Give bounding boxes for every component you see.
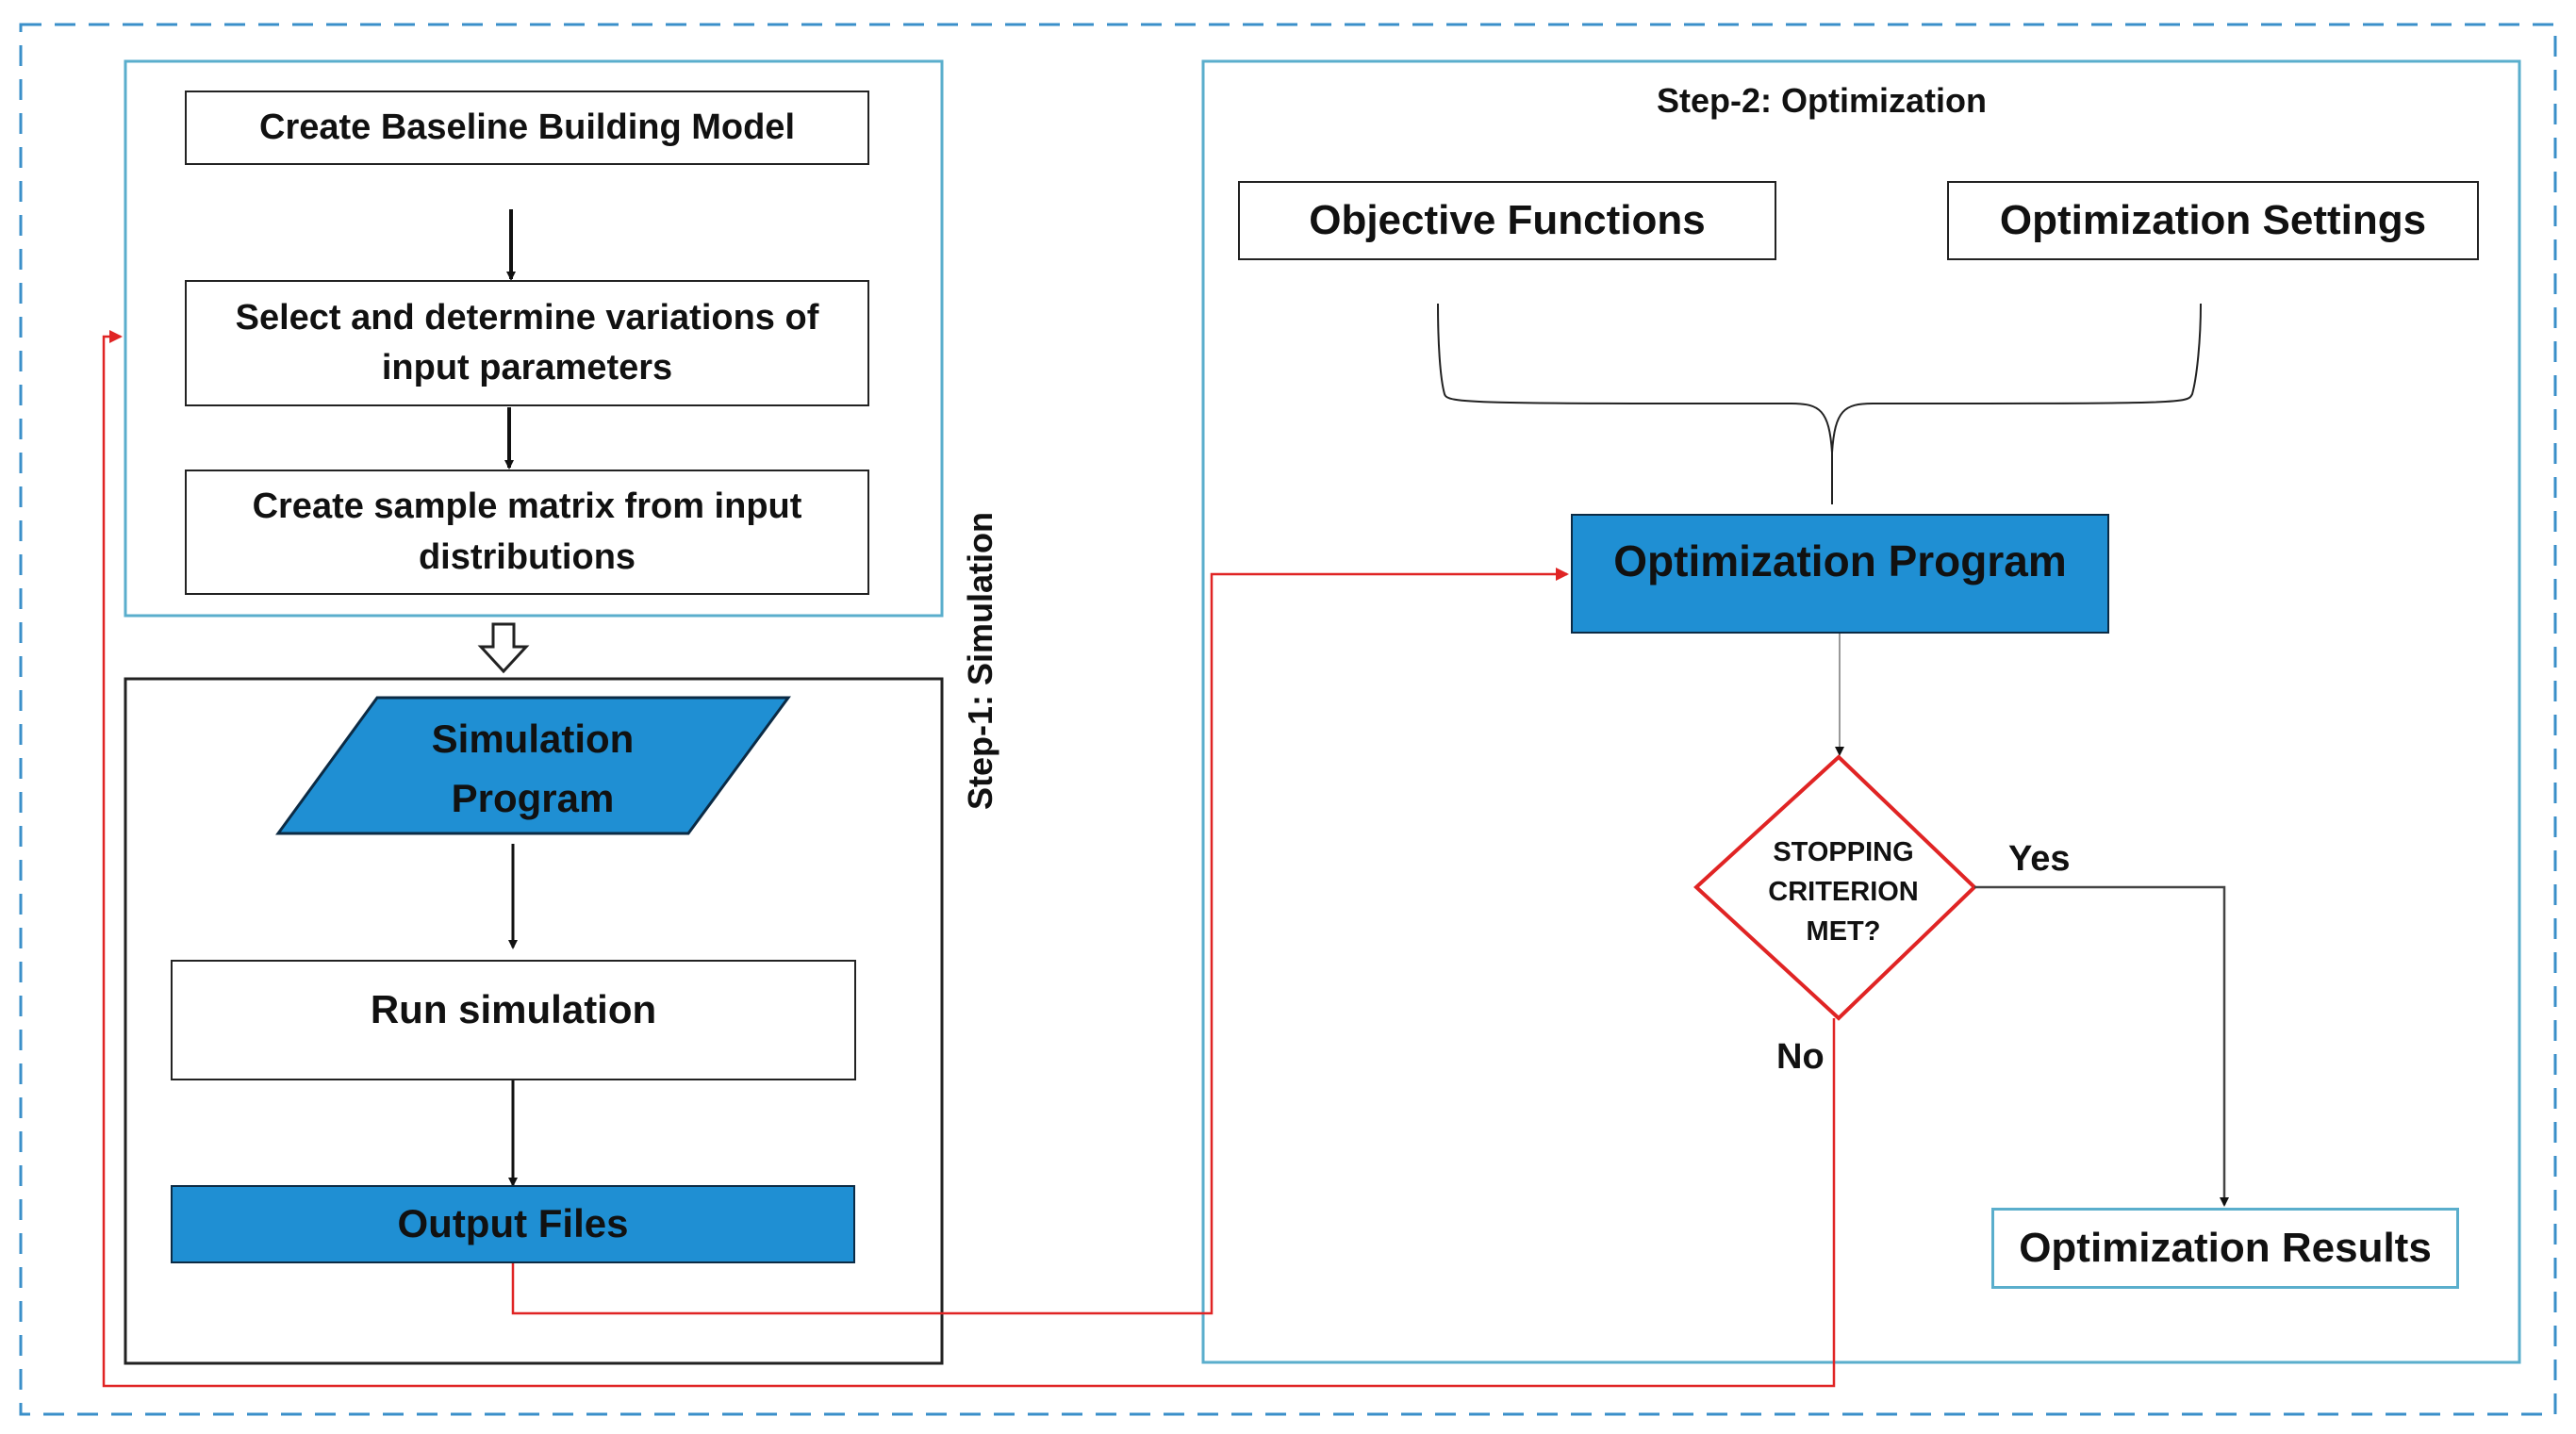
create-baseline-label: Create Baseline Building Model (259, 107, 795, 147)
red-arrow-no-loop-back (102, 330, 1836, 1388)
stopping-criterion-label: STOPPING CRITERION MET? (1768, 837, 1919, 948)
red-arrow-output-to-optimization (511, 568, 1569, 1315)
no-label: No (1776, 1037, 1825, 1077)
step2-title: Step-2: Optimization (1657, 81, 1987, 120)
create-baseline-box: Create Baseline Building Model (185, 91, 869, 165)
objective-functions-label: Objective Functions (1309, 197, 1706, 244)
step2-optimization-panel (1201, 59, 2521, 1364)
output-files-box: Output Files (171, 1185, 855, 1263)
output-files-label: Output Files (397, 1201, 629, 1246)
arrow-yes-to-results (1974, 885, 2229, 1207)
brace-connector (1437, 303, 2202, 504)
step1-input-panel (124, 59, 944, 618)
select-variations-label: Select and determine variations of input… (235, 297, 819, 387)
simulation-program-label: Simulation Program (431, 717, 635, 820)
step1-simulation-panel (124, 677, 944, 1365)
optimization-results-label: Optimization Results (2019, 1225, 2432, 1272)
optimization-program-label: Optimization Program (1613, 536, 2067, 585)
sample-matrix-box: Create sample matrix from input distribu… (185, 470, 869, 595)
yes-label: Yes (2008, 839, 2071, 879)
step1-title: Step-1: Simulation (961, 511, 999, 811)
simulation-program-parallelogram (275, 696, 791, 835)
objective-functions-box: Objective Functions (1238, 181, 1776, 260)
optimization-program-box: Optimization Program (1571, 514, 2109, 634)
hollow-down-arrow (477, 622, 530, 674)
select-variations-box: Select and determine variations of input… (185, 280, 869, 406)
optimization-settings-label: Optimization Settings (1999, 197, 2427, 244)
optimization-settings-box: Optimization Settings (1947, 181, 2479, 260)
run-simulation-box: Run simulation (171, 960, 856, 1080)
outer-dashed-frame (19, 23, 2557, 1416)
run-simulation-label: Run simulation (370, 987, 657, 1031)
sample-matrix-label: Create sample matrix from input distribu… (252, 486, 802, 577)
optimization-results-box: Optimization Results (1991, 1208, 2459, 1289)
stopping-criterion-diamond (1693, 754, 1977, 1021)
